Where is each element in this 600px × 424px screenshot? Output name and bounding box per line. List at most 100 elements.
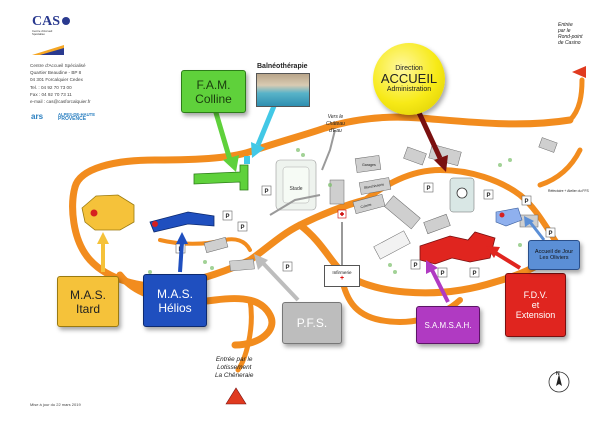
accueil-line3: Administration — [386, 86, 432, 93]
building-small-10 — [538, 137, 558, 153]
entrance-bottom-line2: Lotissement — [216, 364, 252, 371]
accueil-jour-label-box[interactable]: Accueil de Jour Les Oliviers — [528, 240, 580, 270]
alpes-line-2: PROVENCE — [58, 116, 87, 122]
email-line[interactable]: e-mail : cas@casforcalquier.fr — [30, 99, 91, 105]
fdv-line2: et — [531, 300, 540, 310]
road-central — [171, 196, 369, 289]
accueil-circle[interactable]: Direction ACCUEIL Administration — [373, 43, 445, 115]
arrow-pfs-head — [254, 254, 268, 270]
parking-7: P — [483, 189, 494, 200]
chateau-line2: Château — [326, 121, 345, 127]
parking-5: P — [282, 261, 293, 272]
parking-4: P — [237, 221, 248, 232]
parking-6: P — [423, 182, 434, 193]
fam-label-box[interactable]: F.A.M. Colline — [181, 70, 246, 113]
cas-logo-text: CAS — [32, 14, 61, 29]
arrow-fam — [211, 105, 233, 161]
small-paths — [269, 129, 336, 216]
samsah-label: S.A.M.S.A.H. — [424, 320, 472, 330]
infirmerie-label-box[interactable]: Infirmerie + — [324, 265, 360, 287]
mas-itard-label-box[interactable]: M.A.S. Itard — [57, 276, 119, 327]
trees — [148, 148, 522, 274]
address-line-2: Quartier Beaudine - BP 8 — [30, 70, 82, 76]
arrow-accueil-head — [434, 155, 448, 172]
mas-itard-line1: M.A.S. — [69, 287, 106, 302]
stade-label: Stade — [289, 186, 302, 192]
update-note: Mise à jour du 22 mars 2019 — [30, 402, 81, 407]
entrance-top-line4: de Casino — [558, 40, 581, 46]
building-small-5 — [423, 213, 451, 235]
arrow-pfs — [260, 260, 300, 302]
balneo-photo — [256, 73, 310, 107]
parking-label-4: P — [240, 225, 244, 231]
parking-label-3: P — [264, 189, 268, 195]
parking-label-11: P — [472, 271, 476, 277]
path-inner — [269, 194, 321, 216]
samsah-label-box[interactable]: S.A.M.S.A.H. — [416, 306, 480, 344]
arrow-fam-head — [223, 155, 239, 172]
infirmerie-cross-sign — [340, 212, 344, 216]
building-small-3 — [384, 195, 421, 230]
road-north-east — [362, 167, 563, 251]
pfs-label-box[interactable]: P.F.S. — [282, 302, 342, 344]
parking-8: P — [521, 195, 532, 206]
road-side-branch — [537, 147, 583, 188]
compass-needle — [556, 374, 562, 386]
contact-info: Centre d'Accueil Spécialisé Quartier Bea… — [30, 62, 91, 105]
cuisine-label: Cuisine — [360, 202, 372, 209]
entrance-bottom-marker — [225, 387, 247, 405]
arrow-fdv-head — [486, 246, 500, 258]
arrow-accueil — [413, 104, 443, 160]
arrow-samsah-head — [426, 260, 438, 274]
marker-accueil — [456, 187, 468, 199]
parking-label-8: P — [524, 199, 528, 205]
parking-label-6: P — [426, 186, 430, 192]
arrow-balneo-head — [251, 142, 265, 158]
other-buildings — [203, 137, 558, 272]
cas-logo-subtext: Centre d'Accueil Spécialisé — [32, 29, 53, 37]
cas-logo-triangle-dark-icon — [40, 48, 64, 55]
building-small-4 — [373, 230, 411, 260]
building-small-8 — [329, 179, 345, 205]
building-small-1 — [403, 146, 427, 166]
alpes-provence-logo: ALPES-DE-HAUTE PROVENCE — [58, 112, 95, 122]
fax-line: Fax : 04 92 70 73 11 — [30, 91, 72, 97]
arrow-mas-helios — [178, 241, 184, 273]
marker-mas-helios — [152, 221, 158, 227]
mas-helios-line2: Hélios — [158, 300, 192, 315]
arrow-mas-helios-head — [176, 232, 188, 244]
accueil-line2: ACCUEIL — [380, 71, 438, 86]
balneo-title: Balnéothérapie — [257, 63, 308, 70]
building-mas-helios — [149, 211, 215, 233]
mas-helios-label-box[interactable]: M.A.S. Hélios — [143, 274, 207, 327]
address-line-1: Centre d'Accueil Spécialisé — [30, 63, 86, 68]
infirmerie-icon: + — [339, 275, 345, 282]
chateau-line1: Vers le — [327, 114, 344, 120]
arrow-accueil-jour-head — [524, 216, 534, 227]
accueil-line1: Direction — [395, 65, 423, 72]
fam-label-line1: F.A.M. — [196, 77, 231, 92]
arrow-samsah — [430, 269, 450, 303]
ars-logo: ars — [31, 112, 44, 121]
building-balneo — [244, 156, 250, 164]
building-fdv — [419, 231, 496, 265]
chateau-text: Vers le Château d'Eau — [326, 114, 345, 135]
parking-10: P — [437, 267, 448, 278]
road-outer-loop — [71, 113, 574, 191]
north-label: N — [556, 371, 560, 377]
chateau-line3: d'Eau — [329, 128, 342, 134]
building-blanchisserie — [358, 177, 392, 195]
entrance-top-line3: Rond-point — [558, 34, 583, 40]
fdv-label-box[interactable]: F.D.V. et Extension — [505, 273, 566, 337]
entrance-bottom-line3: La Chêneraie — [215, 372, 254, 379]
refectoire-label: Réfectoire + Atelier du FFS — [548, 189, 590, 193]
parking-label-9: P — [413, 263, 417, 269]
arrow-accueil-jour — [528, 221, 546, 241]
entrance-top-text: Entrée par le Rond-point de Casino — [558, 22, 582, 46]
parking-12: P — [545, 227, 556, 238]
parking-11: P — [469, 267, 480, 278]
parking-label-5: P — [285, 265, 289, 271]
marker-accueil-jour — [499, 212, 505, 218]
entrance-top-line2: par le — [558, 28, 571, 34]
fdv-line1: F.D.V. — [523, 290, 548, 300]
